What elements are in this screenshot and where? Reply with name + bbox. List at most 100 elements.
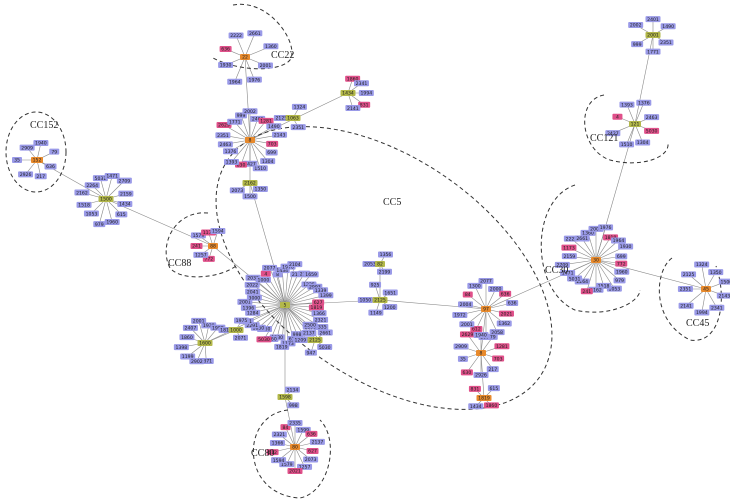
mst-edge xyxy=(244,56,251,141)
node-box xyxy=(468,385,481,392)
node-label: 121 xyxy=(631,122,640,128)
mst-edge xyxy=(105,175,113,200)
node-label: 2709 xyxy=(556,263,568,269)
highlighted-st-node: 1281 xyxy=(494,343,510,350)
st-node: 2141 xyxy=(345,105,361,112)
mst-edge xyxy=(105,198,113,223)
node-label: 2001 xyxy=(461,322,473,328)
subgroup-founder-node: 2125 xyxy=(372,297,388,304)
node-label: 4 xyxy=(616,114,619,120)
node-box xyxy=(369,281,382,288)
node-box xyxy=(678,302,694,309)
cc152-boundary xyxy=(5,111,67,193)
node-box xyxy=(93,221,106,228)
node-box xyxy=(258,117,274,124)
node-box xyxy=(307,337,323,343)
node-box xyxy=(240,304,256,311)
node-box xyxy=(372,297,388,303)
node-label: 1053 xyxy=(609,286,621,292)
highlighted-st-node: 5030 xyxy=(256,336,272,343)
node-label: 3000 xyxy=(249,295,261,301)
st-node: 1930 xyxy=(618,243,634,250)
highlighted-st-node: 627 xyxy=(312,299,325,306)
node-label: 1518 xyxy=(598,284,610,290)
st-node: 2001 xyxy=(191,317,207,325)
node-box xyxy=(498,310,514,317)
mst-edge xyxy=(474,285,487,310)
node-box xyxy=(610,237,626,244)
mst-edge xyxy=(595,259,604,286)
node-label: 1376 xyxy=(638,100,650,106)
st-node: 2058 xyxy=(489,329,505,336)
st-node: 35 xyxy=(12,157,22,164)
node-label: 1257 xyxy=(299,465,311,471)
st-node: 1771 xyxy=(645,48,661,55)
st-node: 1471 xyxy=(560,269,576,277)
founder-node: 88 xyxy=(208,243,218,250)
node-box xyxy=(229,187,245,194)
founder-node: 80 xyxy=(290,444,300,451)
node-label: 2001 xyxy=(260,63,272,69)
st-node: 947 xyxy=(304,349,317,356)
node-box xyxy=(182,324,198,331)
node-label: 2401 xyxy=(252,117,264,123)
st-node: 1376 xyxy=(636,99,652,106)
st-node: 699 xyxy=(265,149,278,156)
node-label: 1510 xyxy=(254,166,266,172)
node-box xyxy=(457,355,468,362)
node-label: 241 xyxy=(192,244,201,250)
node-box xyxy=(567,275,583,282)
node-label: 772 xyxy=(617,261,626,267)
node-box xyxy=(462,291,473,298)
st-node: 1964 xyxy=(227,78,243,85)
mst-edge xyxy=(467,334,482,354)
node-box xyxy=(291,103,307,110)
node-box xyxy=(260,270,271,277)
node-box xyxy=(677,286,693,292)
st-node: 615 xyxy=(487,385,500,392)
node-label: 2661 xyxy=(319,330,331,336)
mst-edge xyxy=(198,320,206,344)
node-box xyxy=(476,350,486,356)
mst-edge xyxy=(466,352,482,373)
node-label: 630 xyxy=(463,370,472,376)
st-node: 1393 xyxy=(619,101,635,108)
mst-edge xyxy=(234,121,251,141)
node-label: 1600 xyxy=(199,341,211,347)
st-node: 35 xyxy=(457,355,468,363)
node-label: 636 xyxy=(307,432,316,438)
node-box xyxy=(208,243,218,249)
node-label: 2341 xyxy=(711,305,723,311)
node-label: 1500 xyxy=(244,194,256,200)
node-label: 1398 xyxy=(176,345,188,351)
mst-edge xyxy=(595,240,619,261)
node-box xyxy=(487,333,498,340)
node-box xyxy=(245,137,255,143)
node-box xyxy=(377,268,392,275)
node-label: 2021 xyxy=(289,469,301,475)
st-node: 5031 xyxy=(567,275,583,282)
node-label: 2199 xyxy=(379,269,391,275)
node-box xyxy=(499,290,512,297)
node-label: 2002 xyxy=(244,109,256,115)
st-node: 1366 xyxy=(269,439,285,447)
node-label: 2128 xyxy=(292,272,304,278)
mst-edge xyxy=(249,120,267,141)
node-label: 2162 xyxy=(590,287,602,293)
st-node: 1324 xyxy=(694,261,710,268)
st-node: 1304 xyxy=(260,158,276,165)
st-node: 999 xyxy=(631,41,644,48)
node-box xyxy=(318,292,334,299)
st-node: 2001 xyxy=(257,62,273,69)
st-node: 2134 xyxy=(284,386,300,393)
node-box xyxy=(618,243,634,250)
node-box xyxy=(272,131,288,138)
node-label: 1819 xyxy=(605,235,617,241)
highlighted-st-node: 636 xyxy=(499,290,512,297)
st-node: 1393 xyxy=(224,159,240,166)
highlighted-st-node: 2021 xyxy=(287,468,303,475)
node-label: 699 xyxy=(617,254,626,260)
node-box xyxy=(561,244,577,251)
node-box xyxy=(118,190,134,197)
highlighted-st-node: 4 xyxy=(612,113,623,120)
